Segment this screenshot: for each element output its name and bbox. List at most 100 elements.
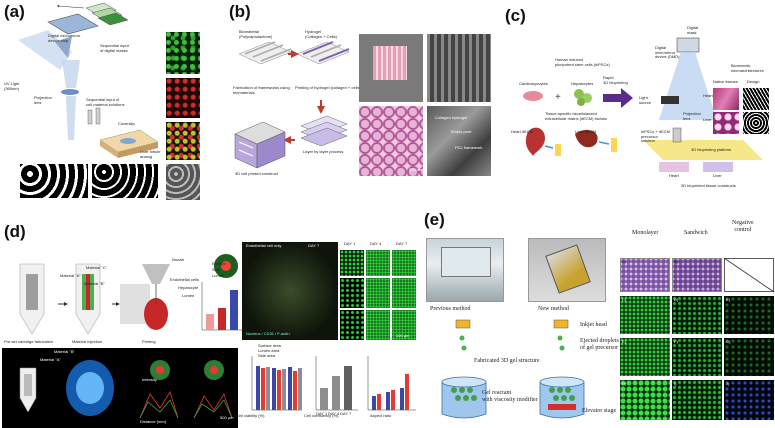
e-monolayer-text: Monolayer xyxy=(632,230,659,236)
e-img-D xyxy=(672,296,722,334)
c-heart-decm-text: Heart dECM xyxy=(511,129,534,134)
c-rapid-text: Rapid 3D bioprinting xyxy=(603,75,628,85)
d-material-b-text: Material "B" xyxy=(84,281,105,286)
d-day1-text: DAY 1 xyxy=(344,241,356,246)
c-dmd-text: Digital micromirror device (DMD) xyxy=(655,45,680,60)
d-material-c-text: Material "C" xyxy=(86,265,108,270)
d-grid-9 xyxy=(392,310,416,340)
d-day7x-text: DAY 7 xyxy=(340,411,352,416)
b-pcl-text: PCL framework xyxy=(455,145,483,150)
d-grid-8 xyxy=(366,310,390,340)
d-nozzle-text: Nozzle xyxy=(172,257,185,262)
c-cells-schematic: + xyxy=(523,89,617,156)
e-img-E1 xyxy=(724,296,774,334)
c-light-text: Light source xyxy=(639,95,652,105)
d-viability-text: Cell viability (%) xyxy=(236,413,265,418)
d-intensity-text: Intensity xyxy=(142,377,157,382)
d-pre-set-text: Pre-set cartridge fabrication xyxy=(4,339,54,344)
a-masks-text: Sequential input of digital masks xyxy=(100,43,129,53)
e-label-C: C) xyxy=(622,297,627,302)
d-legend-side: Side xyxy=(212,267,221,272)
b-sem-bottom xyxy=(427,106,491,176)
panel-d-label: (d) xyxy=(4,222,26,241)
a-lobule-text: Liver lobule analog xyxy=(140,149,161,159)
c-platform-schematic xyxy=(643,37,763,172)
c-precursor-text: hiPSCs + dECM precursor solution xyxy=(641,129,671,144)
e-img-C xyxy=(620,296,670,334)
b-photo-pink-wells xyxy=(359,106,423,176)
a-fluor-grey xyxy=(166,164,200,200)
e-label-B: B) xyxy=(674,259,678,264)
d-day4x-text: DAY 4 xyxy=(328,411,340,416)
e-new-text: New method xyxy=(538,306,569,312)
c-liver-decm-text: Liver dECM xyxy=(575,129,596,134)
d-bottom-micro xyxy=(2,348,238,428)
d-grid-6 xyxy=(392,278,416,308)
d-endo-micro xyxy=(242,242,338,340)
d-grid-4 xyxy=(340,278,364,308)
d-bottom-schematic xyxy=(19,360,233,419)
d-width-chart xyxy=(201,282,242,331)
c-rapid-arrow xyxy=(603,88,633,108)
e-img-H xyxy=(620,380,670,420)
d-day7b-text: DAY 7 xyxy=(396,241,408,246)
panel-e-label: (e) xyxy=(424,210,445,229)
d-legend-exterior: Exterior xyxy=(212,261,226,266)
d-confluency-chart xyxy=(315,356,358,411)
c-platform-text: 3D bioprinting platform xyxy=(691,147,732,152)
c-hepato-text: Hepatocytes xyxy=(571,81,594,86)
c-constructs-text: 3D bioprinted tissue constructs xyxy=(681,183,736,188)
e-label-H: H) xyxy=(622,381,627,386)
e-label-J: J) xyxy=(726,381,730,386)
c-native-text: Native tissues xyxy=(713,79,738,84)
d-cartridge-schematic xyxy=(19,254,238,335)
c-heart-text: Heart xyxy=(703,93,713,98)
e-ejected-text: Ejected droplets of gel precursor xyxy=(580,338,619,351)
d-stain-text: Nucleus / CD31 / F-actin xyxy=(246,331,290,336)
d-day4-text: DAY 4 xyxy=(370,241,382,246)
e-negative-text: Negative control xyxy=(732,220,754,233)
e-fabricated-text: Fabricated 3D gel structure xyxy=(474,358,540,364)
d-surface-area-text: Surface area xyxy=(258,343,281,348)
d-lumen-text: Lumen xyxy=(182,293,195,298)
a-cell-input-text: Sequential input of cell-material soluti… xyxy=(86,97,125,107)
panel-a-schematic xyxy=(18,2,159,158)
e-method-schematic xyxy=(441,319,585,419)
e-img-J xyxy=(724,380,774,420)
c-cardio-text: Cardiomyocytes xyxy=(519,81,548,86)
a-hex-pattern-1 xyxy=(20,164,88,198)
d-hepatocyte-text: Hepatocyte xyxy=(178,285,199,290)
e-label-D: D) xyxy=(674,297,679,302)
a-fluor-red xyxy=(166,78,200,118)
e-img-I xyxy=(672,380,722,420)
c-native-heart-img xyxy=(713,88,739,110)
e-label-I: I) xyxy=(674,381,677,386)
panel-b-label: (b) xyxy=(229,2,251,21)
c-decm-text: Tissue-specific decellularized extracell… xyxy=(545,111,608,121)
e-label-F: F) xyxy=(674,339,678,344)
e-img-G xyxy=(724,338,774,376)
a-fluor-green xyxy=(166,32,200,74)
a-hex-pattern-2 xyxy=(92,164,158,198)
d-scale-text: 100 μm xyxy=(396,333,410,338)
c-hipsc-text: Human induced pluripotent stem cells (hi… xyxy=(555,57,610,67)
d-aspect-text: Aspect ratio xyxy=(370,413,392,418)
b-empty-text: Empty pore xyxy=(451,129,472,134)
d-distance-text: Distance (mm) xyxy=(140,419,167,424)
d-grid-7 xyxy=(340,310,364,340)
b-hydrogel-text: Hydrogel (Collagen + Cells) xyxy=(305,29,337,39)
c-design-liver-img xyxy=(743,112,769,134)
panel-b: (b) xyxy=(225,0,495,200)
d-confluency-text: Cell confluency (%) xyxy=(304,413,339,418)
c-design-heart-img xyxy=(743,88,769,110)
b-printing-text: Printing of hydrogel (collagen + cells) xyxy=(295,85,361,90)
d-aspect-chart xyxy=(367,356,416,411)
b-biomaterial-text: Biomaterial (Polycaprolactone) xyxy=(239,29,273,39)
e-sandwich-text: Sandwich xyxy=(684,230,708,236)
d-legend-lumen: Lumen xyxy=(212,273,225,278)
d-printing-text: Printing xyxy=(142,339,156,344)
b-scale-text: 200 mm xyxy=(409,167,424,172)
a-projection-text: Projection lens xyxy=(34,95,52,105)
e-label-E2: E) xyxy=(622,339,626,344)
e-img-negative xyxy=(723,257,775,293)
